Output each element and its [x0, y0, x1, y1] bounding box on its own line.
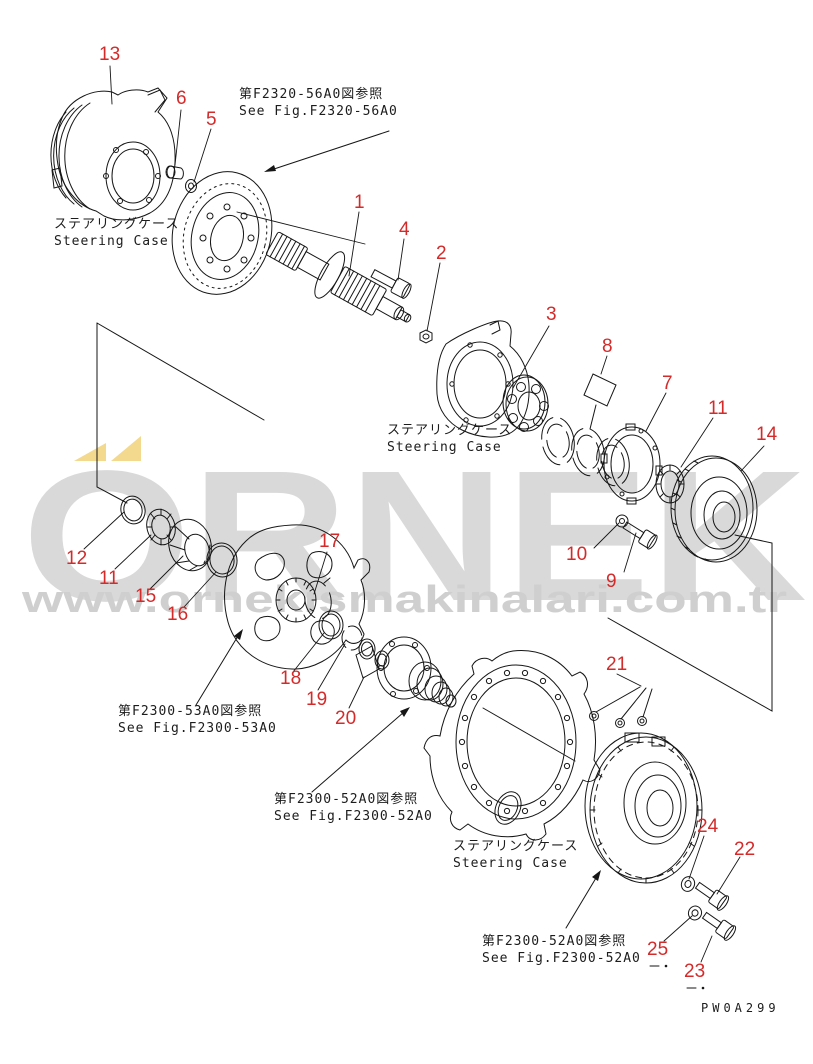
ring-19-drawing	[341, 625, 363, 651]
reference-arrows	[195, 130, 597, 929]
steering-case-label-lower-jp: ステアリングケース	[453, 839, 579, 854]
callout-21: 21	[606, 654, 628, 675]
ring-11-left-drawing	[146, 508, 176, 546]
fig-ref-f2300-52a0-mid-en: See Fig.F2300-52A0	[274, 809, 433, 824]
callout-1: 1	[354, 192, 365, 213]
washer-5-drawing	[185, 179, 197, 193]
arrowhead-icon	[400, 707, 410, 717]
callout-15: 15	[135, 586, 157, 607]
carrier-drawing	[224, 524, 371, 670]
construction-lines	[96, 322, 773, 712]
dash-marks	[649, 965, 697, 989]
callout-11: 11	[99, 568, 119, 589]
fig-ref-f2300-53a0-en: See Fig.F2300-53A0	[118, 721, 277, 736]
callout-25: 25	[647, 939, 669, 960]
steering-case-label-upper: ステアリングケース Steering Case	[54, 216, 179, 250]
watermark-url: www.ornekismakinalari.com.tr	[21, 579, 788, 621]
nut-6-drawing	[165, 165, 184, 180]
callout-9: 9	[606, 571, 617, 592]
arrowhead-icon	[264, 165, 276, 172]
steering-case-upper-drawing	[50, 87, 176, 221]
bearing-3-drawing	[502, 374, 549, 432]
fig-ref-f2300-52a0-mid: 第F2300-52A0図参照 See Fig.F2300-52A0	[274, 791, 433, 825]
callout-2: 2	[436, 243, 447, 264]
steering-case-label-middle-jp: ステアリングケース	[387, 423, 513, 438]
callout-19: 19	[306, 689, 328, 710]
callout-4: 4	[399, 219, 410, 240]
arrowhead-icon	[592, 870, 601, 881]
snap-ring-set-8-drawing	[541, 373, 630, 487]
callout-24: 24	[697, 816, 719, 837]
watermark-triangle-icon	[111, 436, 141, 461]
callout-13: 13	[99, 44, 121, 65]
fig-ref-f2300-53a0-jp: 第F2300-53A0図参照	[118, 704, 263, 719]
arrowhead-icon	[234, 629, 243, 640]
washer-25-drawing	[687, 905, 703, 921]
fig-ref-f2300-52a0-bottom-en: See Fig.F2300-52A0	[482, 951, 641, 966]
fig-ref-f2300-52a0-bottom-jp: 第F2300-52A0図参照	[482, 934, 627, 949]
fig-ref-f2320-56a0-jp: 第F2320-56A0図参照	[239, 87, 384, 102]
part-code: PW0A299	[701, 1001, 780, 1015]
bolt-23-drawing	[701, 911, 737, 941]
washer-10-drawing	[615, 514, 629, 528]
callout-8: 8	[602, 336, 613, 357]
drum-14-drawing	[670, 455, 758, 563]
steering-case-lower-drawing	[584, 732, 703, 884]
fig-ref-f2300-52a0-bottom: 第F2300-52A0図参照 See Fig.F2300-52A0	[482, 933, 641, 967]
steering-case-label-lower-en: Steering Case	[453, 856, 568, 871]
steering-case-label-lower: ステアリングケース Steering Case	[453, 838, 578, 872]
callout-23: 23	[684, 961, 706, 982]
watermark-brand: ORNEK	[22, 433, 807, 640]
callout-7: 7	[662, 373, 673, 394]
steering-case-label-upper-jp: ステアリングケース	[54, 217, 180, 232]
fig-ref-f2300-53a0: 第F2300-53A0図参照 See Fig.F2300-53A0	[118, 703, 277, 737]
callout-17: 17	[319, 531, 341, 552]
callout-5: 5	[206, 109, 217, 130]
taper-bearing-15-drawing	[168, 518, 212, 572]
fig-ref-f2320-56a0-en: See Fig.F2320-56A0	[239, 104, 398, 119]
leader-lines	[83, 65, 765, 963]
steering-case-label-middle: ステアリングケース Steering Case	[387, 422, 512, 456]
callout-18: 18	[280, 668, 302, 689]
steering-case-label-middle-en: Steering Case	[387, 440, 502, 455]
ring-11-right-drawing	[655, 464, 685, 504]
steering-case-middle-drawing	[436, 320, 530, 438]
fig-ref-f2300-52a0-mid-jp: 第F2300-52A0図参照	[274, 792, 419, 807]
housing-drawing	[423, 650, 601, 841]
washer-24-drawing	[680, 876, 696, 892]
callout-14: 14	[756, 424, 778, 445]
brake-disc-drawing	[171, 171, 273, 295]
ring-17-drawing	[304, 577, 332, 620]
callout-3: 3	[546, 304, 557, 325]
pins-21-drawing	[589, 686, 653, 728]
bolt-4-drawing	[370, 269, 412, 299]
bolt-22-drawing	[694, 881, 730, 911]
fig-ref-f2320-56a0: 第F2320-56A0図参照 See Fig.F2320-56A0	[239, 86, 398, 120]
nut-2-drawing	[419, 329, 433, 344]
ring-7-drawing	[600, 423, 663, 505]
callout-11: 11	[708, 398, 728, 419]
ring-18-drawing	[318, 610, 344, 640]
callout-12: 12	[66, 548, 88, 569]
callout-6: 6	[176, 88, 187, 109]
callout-10: 10	[566, 544, 588, 565]
steering-case-label-upper-en: Steering Case	[54, 234, 169, 249]
hub-assembly-drawing	[376, 636, 457, 708]
watermark-triangle-icon	[74, 443, 106, 461]
input-shaft-drawing	[265, 231, 412, 323]
callout-16: 16	[167, 604, 189, 625]
callout-20: 20	[335, 708, 357, 729]
bolt-9-drawing	[622, 521, 658, 550]
callout-22: 22	[734, 839, 756, 860]
